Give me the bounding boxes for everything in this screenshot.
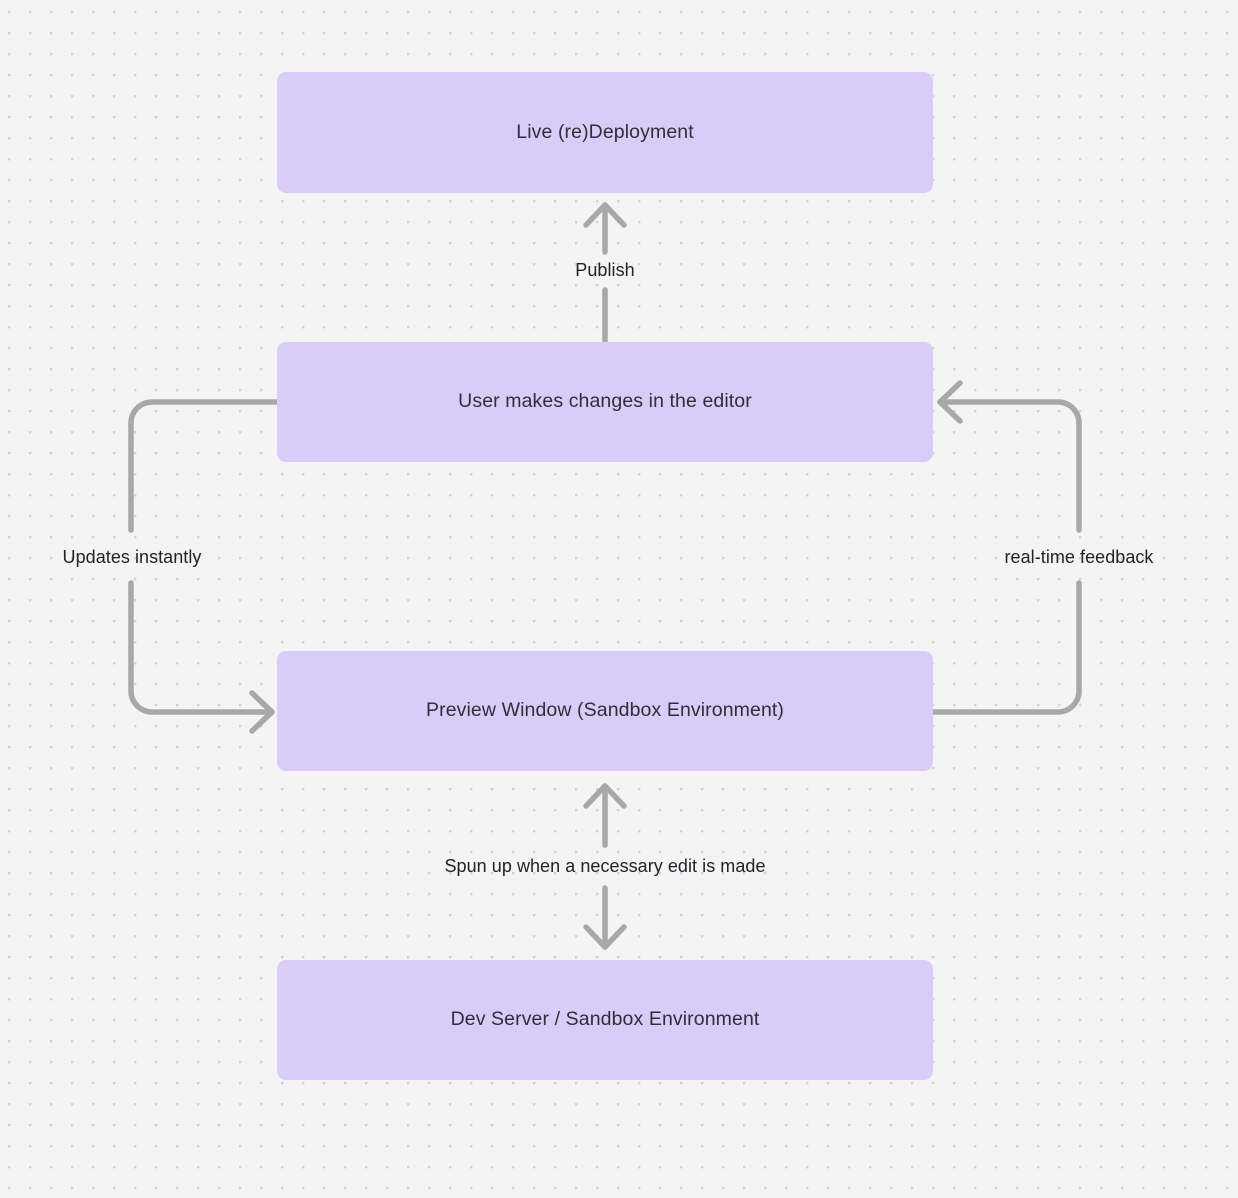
edge-publish-arrowhead-icon (583, 202, 627, 228)
edge-real-time-feedback-lower-segment (930, 580, 1082, 715)
node-live-deployment-label: Live (re)Deployment (516, 120, 694, 143)
node-dev-server-label: Dev Server / Sandbox Environment (450, 1008, 760, 1031)
edge-real-time-feedback-arrowhead-icon (937, 380, 963, 424)
node-preview-window[interactable]: Preview Window (Sandbox Environment) (277, 651, 933, 771)
edge-updates-instantly-arrowhead-icon (249, 690, 275, 734)
edge-real-time-feedback-upper-segment (937, 399, 1082, 533)
node-dev-server[interactable]: Dev Server / Sandbox Environment (277, 960, 933, 1080)
node-user-edits[interactable]: User makes changes in the editor (277, 342, 933, 462)
edge-spun-up-down-arrowhead-icon (583, 924, 627, 950)
edge-spun-up-up-arrowhead-icon (583, 783, 627, 809)
edge-label-real-time-feedback: real-time feedback (1004, 546, 1154, 567)
node-user-edits-label: User makes changes in the editor (458, 390, 752, 413)
edge-label-publish: Publish (575, 259, 635, 280)
edge-label-updates-instantly: Updates instantly (62, 546, 202, 567)
node-preview-window-label: Preview Window (Sandbox Environment) (426, 699, 784, 722)
edge-updates-instantly-upper-segment (128, 399, 280, 533)
edge-updates-instantly-lower-segment (128, 580, 275, 715)
edge-label-spun-up: Spun up when a necessary edit is made (444, 855, 766, 876)
node-live-deployment[interactable]: Live (re)Deployment (277, 72, 933, 193)
